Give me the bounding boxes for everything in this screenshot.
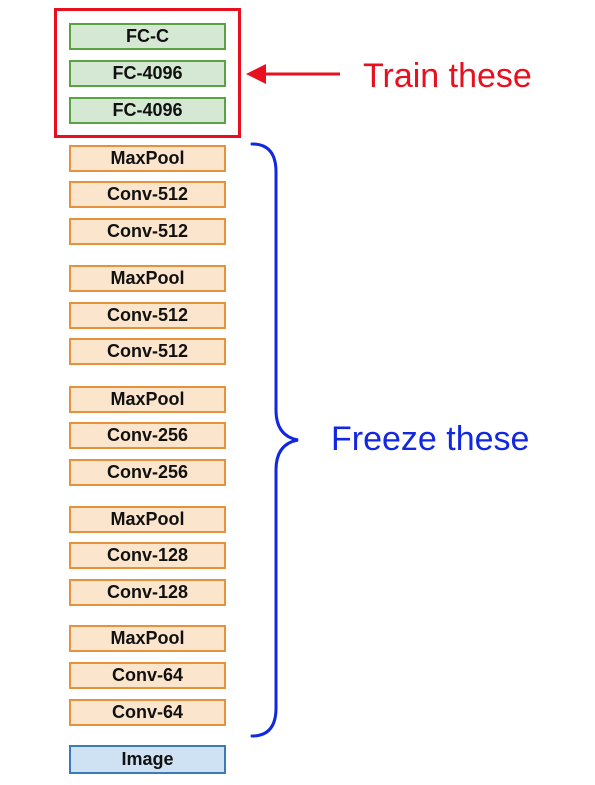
layer-maxpool-3: MaxPool <box>69 386 226 413</box>
layer-maxpool-5: MaxPool <box>69 145 226 172</box>
train-these-label: Train these <box>363 57 532 95</box>
layer-conv-64-a: Conv-64 <box>69 699 226 726</box>
layer-conv-64-b: Conv-64 <box>69 662 226 689</box>
layer-maxpool-4: MaxPool <box>69 265 226 292</box>
layer-fc-c: FC-C <box>69 23 226 50</box>
train-layers-box <box>54 8 241 138</box>
layer-conv-128-b: Conv-128 <box>69 542 226 569</box>
train-arrow-head <box>246 64 266 84</box>
layer-fc-4096-b: FC-4096 <box>69 97 226 124</box>
layer-conv-256-b: Conv-256 <box>69 422 226 449</box>
layer-conv-512-c: Conv-512 <box>69 218 226 245</box>
freeze-brace <box>250 142 299 738</box>
layer-maxpool-2: MaxPool <box>69 506 226 533</box>
layer-conv-512-d: Conv-512 <box>69 181 226 208</box>
layer-fc-4096-a: FC-4096 <box>69 60 226 87</box>
freeze-these-label: Freeze these <box>331 420 530 458</box>
layer-conv-512-b: Conv-512 <box>69 302 226 329</box>
layer-conv-256-a: Conv-256 <box>69 459 226 486</box>
layer-conv-128-a: Conv-128 <box>69 579 226 606</box>
layer-conv-512-a: Conv-512 <box>69 338 226 365</box>
layer-maxpool-1: MaxPool <box>69 625 226 652</box>
layer-image-input: Image <box>69 745 226 774</box>
